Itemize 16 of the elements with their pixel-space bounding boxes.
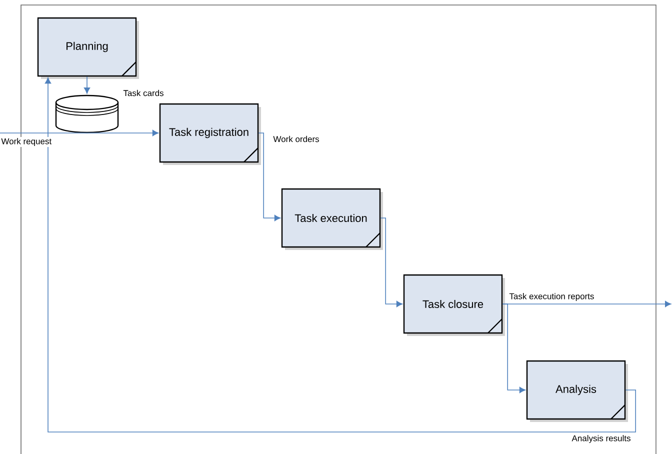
arrow bbox=[44, 77, 636, 432]
process-box: Task execution bbox=[281, 188, 383, 250]
storage-cylinder bbox=[55, 94, 119, 134]
arrow bbox=[380, 218, 403, 308]
process-box: Task closure bbox=[403, 274, 505, 336]
edge-label: Work request bbox=[0, 137, 53, 147]
process-box: Analysis bbox=[526, 360, 628, 422]
beside-label: Task cards bbox=[123, 90, 164, 96]
arrow bbox=[84, 76, 90, 94]
process-box: Planning bbox=[37, 17, 139, 79]
arrow bbox=[502, 300, 672, 308]
edge-label: Task execution reports bbox=[508, 292, 596, 302]
edge-label: Analysis results bbox=[570, 434, 632, 444]
arrow bbox=[0, 130, 159, 136]
arrow bbox=[258, 132, 281, 222]
process-box: Task registration bbox=[159, 103, 261, 165]
